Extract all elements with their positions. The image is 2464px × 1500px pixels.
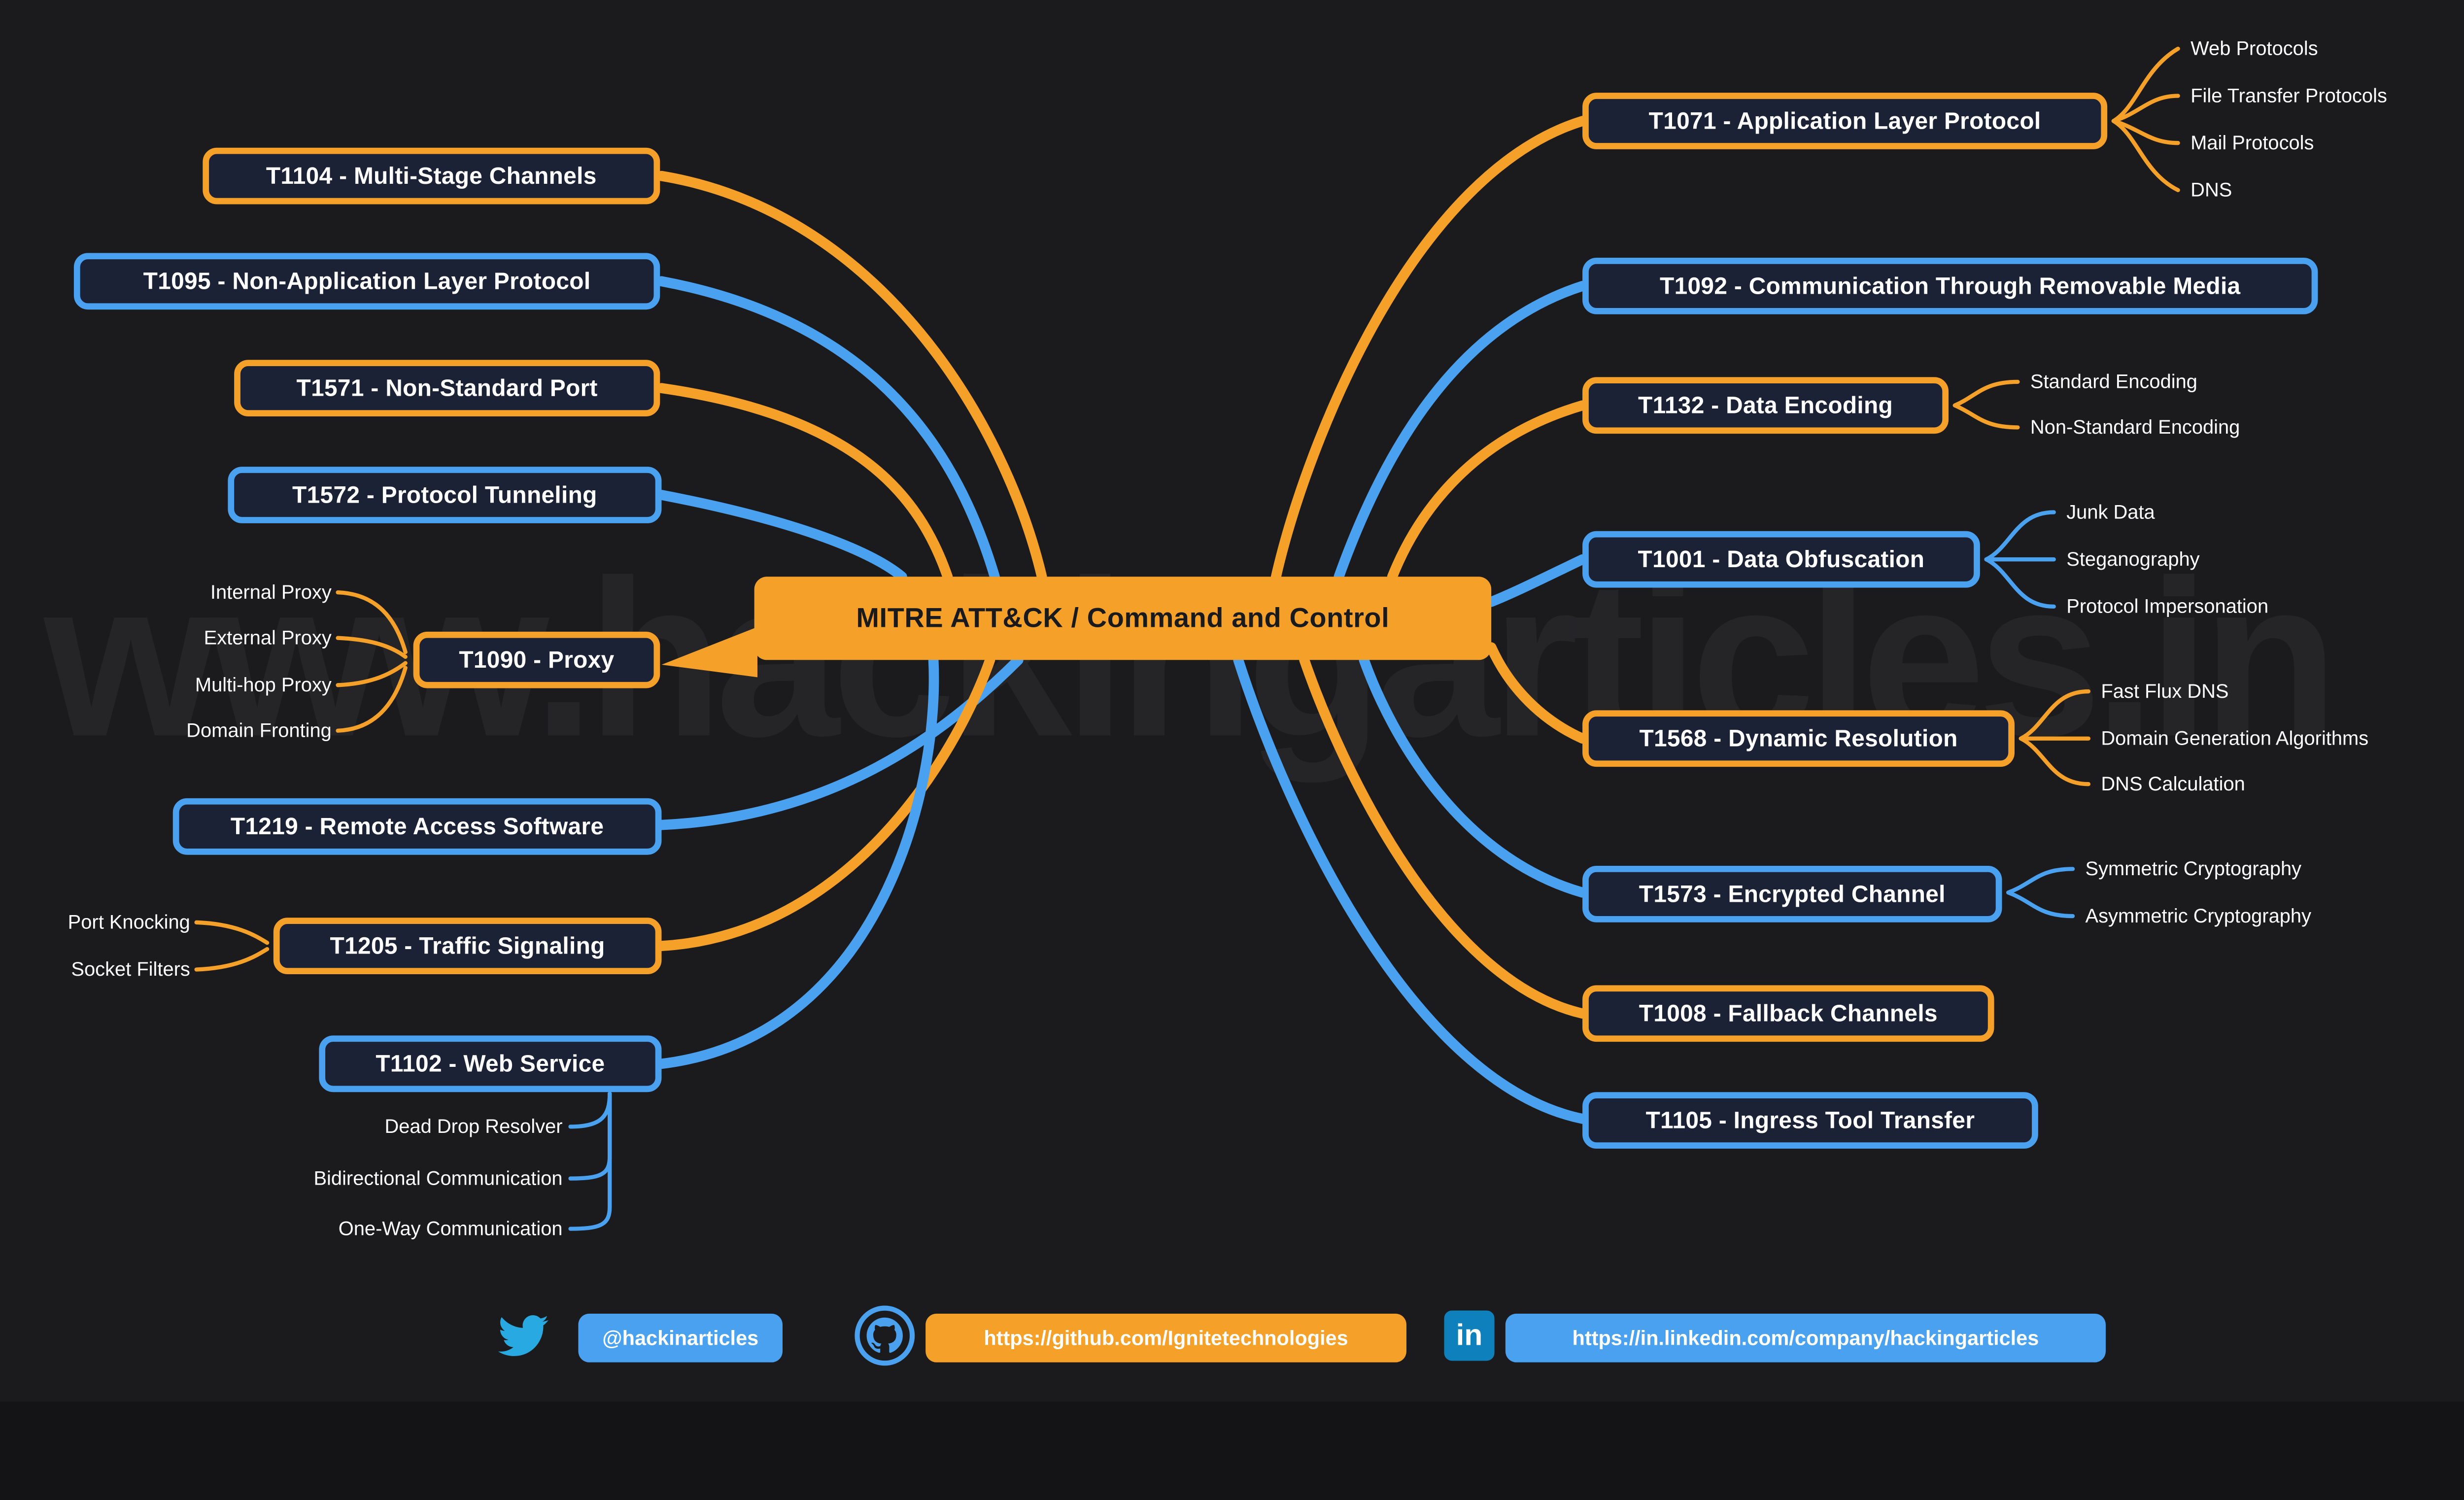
sublabel-standard-encoding[interactable]: Standard Encoding [2030, 371, 2198, 393]
sublabel-dns-calculation[interactable]: DNS Calculation [2101, 773, 2245, 795]
sublabel-steganography[interactable]: Steganography [2066, 548, 2200, 571]
sublabel-domain-generation-algorithms[interactable]: Domain Generation Algorithms [2101, 727, 2369, 750]
connector-t1205 [656, 654, 995, 952]
connector-bidirectional-communication [568, 1091, 612, 1181]
connector-t1105 [1233, 654, 1588, 1124]
connector-t1001 [1486, 554, 1588, 607]
sublabel-mail-protocols[interactable]: Mail Protocols [2190, 132, 2314, 154]
node-t1008[interactable]: T1008 - Fallback Channels [1582, 985, 1994, 1042]
connector-t1132 [1387, 400, 1588, 582]
connector-socket-filters [194, 947, 270, 972]
connector-t1572 [656, 490, 907, 582]
sublabel-symmetric-cryptography[interactable]: Symmetric Cryptography [2085, 858, 2302, 880]
linkedin-icon-glyph: in [1456, 1319, 1483, 1352]
connector-asymmetric-cryptography [2006, 890, 2075, 919]
node-t1105[interactable]: T1105 - Ingress Tool Transfer [1582, 1092, 2038, 1149]
connector-one-way-communication [568, 1091, 612, 1231]
node-t1219[interactable]: T1219 - Remote Access Software [172, 798, 662, 855]
linkedin-url-button[interactable]: https://in.linkedin.com/company/hackinga… [1505, 1313, 2106, 1363]
sublabel-protocol-impersonation[interactable]: Protocol Impersonation [2066, 595, 2269, 618]
connector-t1573 [1359, 654, 1588, 898]
sublabel-junk-data[interactable]: Junk Data [2066, 501, 2155, 523]
connector-t1219 [656, 654, 1024, 830]
node-t1102[interactable]: T1102 - Web Service [319, 1035, 662, 1092]
connector-dns-calculation [2019, 736, 2091, 786]
connector-mail-protocols [2111, 119, 2180, 145]
connector-t1071 [1270, 116, 1588, 582]
connector-protocol-impersonation [1984, 557, 2056, 609]
connector-external-proxy [336, 636, 408, 659]
node-t1001[interactable]: T1001 - Data Obfuscation [1582, 531, 1980, 588]
sublabel-asymmetric-cryptography[interactable]: Asymmetric Cryptography [2085, 905, 2312, 927]
github-icon[interactable] [854, 1304, 917, 1367]
node-t1090[interactable]: T1090 - Proxy [413, 631, 660, 688]
sublabel-web-protocols[interactable]: Web Protocols [2190, 37, 2318, 60]
connector-standard-encoding [1952, 379, 2020, 408]
node-t1572[interactable]: T1572 - Protocol Tunneling [228, 467, 662, 523]
connector-t1568 [1486, 642, 1588, 744]
node-t1104[interactable]: T1104 - Multi-Stage Channels [203, 147, 660, 205]
connector-t1571 [656, 383, 953, 582]
connector-symmetric-cryptography [2006, 867, 2075, 895]
connector-t1008 [1299, 654, 1588, 1019]
sublabel-port-knocking[interactable]: Port Knocking [68, 911, 190, 934]
connector-fast-flux-dns [2019, 689, 2091, 741]
sublabel-multi-hop-proxy[interactable]: Multi-hop Proxy [195, 674, 332, 696]
sublabel-non-standard-encoding[interactable]: Non-Standard Encoding [2030, 416, 2240, 439]
sublabel-external-proxy[interactable]: External Proxy [204, 627, 332, 649]
connector-multi-hop-proxy [336, 661, 408, 687]
node-t1568[interactable]: T1568 - Dynamic Resolution [1582, 710, 2015, 767]
node-t1573[interactable]: T1573 - Encrypted Channel [1582, 866, 2002, 922]
sublabel-file-transfer-protocols[interactable]: File Transfer Protocols [2190, 85, 2387, 107]
connector-internal-proxy [336, 590, 408, 654]
sublabel-internal-proxy[interactable]: Internal Proxy [210, 581, 332, 604]
connector-lines [194, 46, 2180, 1231]
sublabel-socket-filters[interactable]: Socket Filters [71, 958, 190, 981]
connector-dead-drop-resolver [568, 1091, 612, 1129]
linkedin-icon[interactable]: in [1444, 1310, 1495, 1361]
connector-port-knocking [194, 920, 270, 945]
twitter-icon[interactable] [493, 1310, 553, 1361]
mindmap-canvas: www.hackingarticles.in [44, 37, 2387, 1367]
sublabel-dead-drop-resolver[interactable]: Dead Drop Resolver [384, 1116, 563, 1138]
node-center-command-and-control[interactable]: MITRE ATT&CK / Command and Control [754, 577, 1492, 660]
node-t1092[interactable]: T1092 - Communication Through Removable … [1582, 257, 2318, 314]
connector-non-standard-encoding [1952, 403, 2020, 430]
sublabel-fast-flux-dns[interactable]: Fast Flux DNS [2101, 680, 2229, 703]
connector-t1092 [1334, 280, 1588, 582]
connector-file-transfer-protocols [2111, 94, 2180, 123]
connector-t1095 [656, 276, 1000, 582]
connector-domain-fronting [336, 666, 408, 733]
node-t1132[interactable]: T1132 - Data Encoding [1582, 377, 1949, 434]
connector-junk-data [1984, 510, 2056, 562]
node-t1571[interactable]: T1571 - Non-Standard Port [234, 360, 660, 417]
twitter-handle-button[interactable]: @hackinarticles [578, 1313, 783, 1363]
sublabel-domain-fronting[interactable]: Domain Fronting [186, 719, 332, 742]
center-node-tail [661, 627, 757, 678]
sublabel-dns[interactable]: DNS [2190, 179, 2232, 202]
connector-t1102 [656, 654, 939, 1069]
github-url-button[interactable]: https://github.com/Ignitetechnologies [925, 1313, 1406, 1363]
connector-web-protocols [2111, 46, 2180, 123]
connector-dns [2111, 119, 2180, 192]
node-t1205[interactable]: T1205 - Traffic Signaling [273, 918, 662, 975]
connector-t1104 [656, 170, 1047, 582]
node-t1095[interactable]: T1095 - Non-Application Layer Protocol [73, 253, 660, 310]
sublabel-bidirectional-communication[interactable]: Bidirectional Communication [313, 1167, 563, 1190]
sublabel-one-way-communication[interactable]: One-Way Communication [338, 1218, 563, 1240]
node-t1071[interactable]: T1071 - Application Layer Protocol [1582, 93, 2108, 149]
